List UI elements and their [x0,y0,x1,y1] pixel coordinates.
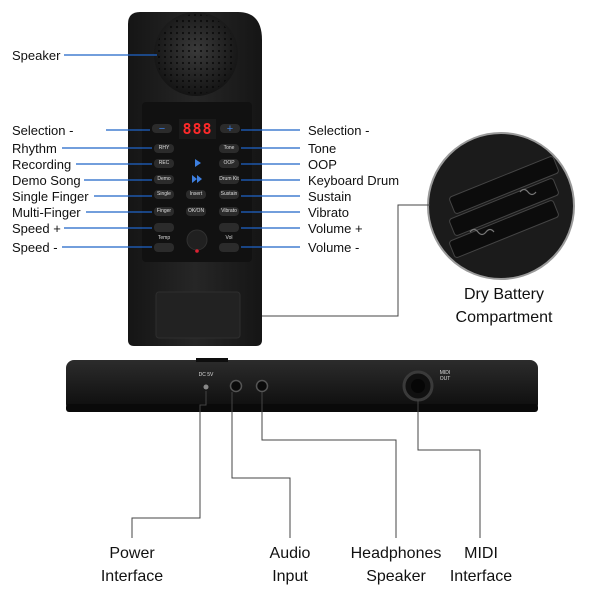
audio-line2: Input [272,568,308,585]
label-speed-minus: Speed - [12,240,58,255]
battery-cover [155,291,241,339]
panel-buttons [152,124,240,253]
midi-line2: Interface [449,568,513,585]
button-text-oop: OOP [223,160,235,166]
headphone-jack [255,379,269,393]
button-text-insert: Insert [189,191,203,197]
power-line2: Interface [100,568,164,585]
callout-lines [62,54,300,248]
label-speed-plus: Speed + [12,221,61,236]
button-text-demo: Demo [157,176,171,182]
label-midi-interface: MIDI Interface [438,542,524,588]
label-sustain: Sustain [308,189,352,204]
label-vibrato: Vibrato [308,205,349,220]
label-audio-input: Audio Input [254,542,326,588]
label-volume-plus: Volume + [308,221,363,236]
battery-label-line1: Dry Battery [463,286,544,303]
label-keyboard-drum: Keyboard Drum [308,173,400,188]
svg-text:−: − [159,123,165,135]
audio-line1: Audio [269,545,311,562]
headphones-line1: Headphones [350,545,442,562]
midi-line1: MIDI [464,545,498,562]
label-rhythm: Rhythm [12,141,57,156]
headphones-line2: Speaker [366,568,426,585]
battery-compartment-label: Dry Battery Compartment [438,283,570,329]
leader-lines [131,204,481,538]
label-tone: Tone [308,141,337,156]
button-text-okon: OK/ON [187,208,205,214]
button-text-rhy: RHY [158,145,170,151]
label-single-finger: Single Finger [12,189,89,204]
button-text-vibrato: Vibrato [221,208,237,214]
button-text-drum-kit: Drum Kit [219,176,239,182]
label-volume-minus: Volume - [308,240,360,255]
label-headphones-speaker: Headphones Speaker [340,542,452,588]
audio-input-jack [229,379,243,393]
dc-5v-label: DC 5V [198,372,214,378]
battery-label-line2: Compartment [455,309,553,326]
label-recording: Recording [12,157,72,172]
midi-out-label: MIDI OUT [439,370,451,382]
button-text-temp: Temp [157,235,171,241]
label-oop: OOP [308,157,337,172]
label-selection-minus-left: Selection - [12,123,74,138]
button-text-sustain: Sustain [220,191,238,197]
label-multi-finger: Multi-Finger [12,205,81,220]
button-text-vol: Vol [225,235,233,241]
dc-jack [203,384,209,390]
button-text-single: Single [157,191,171,197]
button-text-rec: REC [158,160,170,166]
label-power-interface: Power Interface [88,542,176,588]
svg-text:+: + [227,123,233,135]
label-selection-minus-right: Selection - [308,123,370,138]
label-speaker: Speaker [12,48,61,63]
power-line1: Power [109,545,155,562]
led-display: 888 [179,119,216,139]
battery-slots [449,156,559,258]
button-text-finger: Finger [156,208,172,214]
button-text-tone: Tone [223,145,235,151]
label-demo-song: Demo Song [12,173,81,188]
